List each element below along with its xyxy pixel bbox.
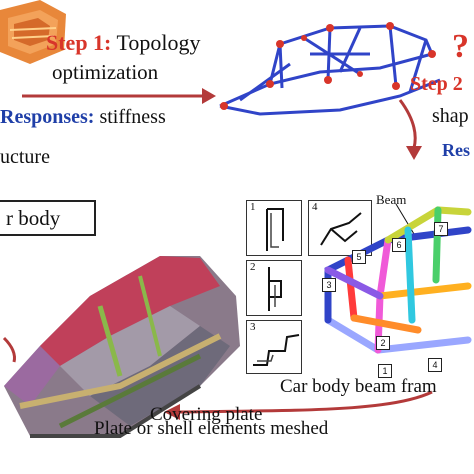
topology-wireframe: [219, 22, 441, 116]
arrow-left-body: [2, 336, 16, 363]
section-panel-2: 2: [246, 260, 302, 316]
structure-fragment: ucture: [0, 146, 50, 168]
callout-5: 5: [352, 250, 366, 264]
arrow-step2: [398, 99, 422, 160]
covering-plate-label: Covering plate: [150, 404, 263, 425]
frame-caption: Car body beam fram: [280, 376, 437, 397]
callout-1: 1: [378, 364, 392, 378]
responses-label: Responses:: [0, 106, 95, 128]
beam-label: Beam: [376, 192, 407, 207]
question-mark: ?: [452, 28, 469, 65]
plate-caption: Plate or shell elements meshed: [94, 418, 329, 439]
step1-label: Step 1:: [46, 30, 112, 55]
callout-7: 7: [434, 222, 448, 236]
car-body-label-box: r body: [0, 200, 96, 236]
callout-2: 2: [376, 336, 390, 350]
step1-title: Topology: [116, 30, 201, 55]
section-profile-3: [253, 334, 300, 366]
section-panel-number: 1: [250, 201, 256, 213]
callout-4: 4: [428, 358, 442, 372]
step2-shape-fragment: shap: [432, 105, 469, 127]
step1-subtitle: optimization: [52, 60, 159, 84]
section-panel-number: 4: [312, 201, 318, 213]
step2-res-fragment: Res: [442, 140, 470, 160]
section-profile-4: [320, 212, 362, 246]
car-body-label: r body: [6, 206, 61, 230]
section-panel-1: 1: [246, 200, 302, 256]
section-panel-4: 4: [308, 200, 372, 256]
section-profile-2: [268, 267, 282, 311]
responses-line: Responses: stiffness: [0, 106, 166, 129]
car-body-model: [4, 256, 240, 438]
arrow-step1: [22, 88, 216, 104]
section-panel-number: 2: [250, 261, 256, 273]
section-profile-1: [266, 208, 284, 251]
callout-6: 6: [392, 238, 406, 252]
section-panel-number: 3: [250, 321, 256, 333]
callout-3: 3: [322, 278, 336, 292]
beam-frame: [324, 206, 472, 354]
step2-label: Step 2: [410, 73, 463, 95]
design-space-block: [0, 0, 66, 64]
arrow-plate: [164, 390, 433, 420]
section-panel-3: 3: [246, 320, 302, 374]
step1-heading: Step 1: Topology: [46, 30, 201, 56]
responses-value: stiffness: [99, 106, 166, 128]
